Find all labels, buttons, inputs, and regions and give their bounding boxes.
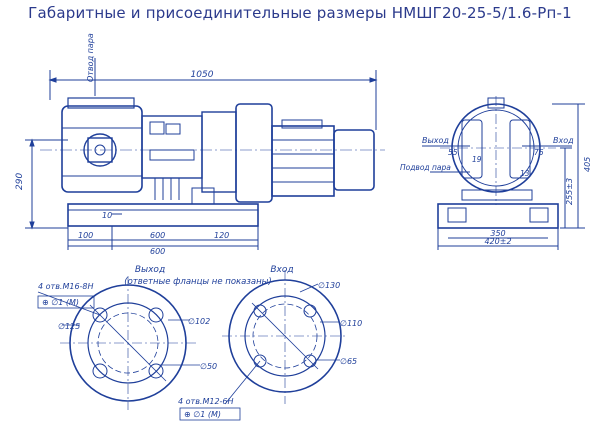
dim-120: 120 — [214, 231, 229, 240]
inlet-flange-title: Вход — [270, 265, 293, 275]
flange-note: (ответные фланцы не показаны) — [124, 277, 271, 287]
label-steam-drain: Отвод пара — [86, 33, 95, 82]
dim-405: 405 — [583, 157, 592, 172]
label-steam-supply: Подвод пара — [400, 163, 451, 172]
dim-55: 55 — [448, 148, 458, 157]
dim-d50: ∅50 — [200, 362, 217, 371]
inlet-holes: 4 отв.М12-6Н — [178, 397, 234, 406]
side-view-labels: Отвод пара 1050 290 10 100 600 600 120 — [15, 33, 229, 256]
dim-d102: ∅102 — [188, 317, 210, 326]
dim-600: 600 — [150, 231, 165, 240]
dim-255: 255±3 — [565, 178, 574, 205]
dim-100: 100 — [78, 231, 93, 240]
dim-d125: ∅125 — [58, 322, 80, 331]
dim-d130: ∅130 — [318, 281, 340, 290]
flange-labels: Выход (ответные фланцы не показаны) Вход… — [38, 265, 362, 419]
dim-420: 420±2 — [484, 237, 511, 246]
outlet-flange-view — [37, 276, 200, 410]
dim-1050: 1050 — [191, 70, 214, 80]
side-view — [25, 58, 385, 250]
dim-d65: ∅65 — [340, 357, 357, 366]
dim-290: 290 — [15, 173, 25, 190]
inlet-flange-view — [179, 270, 348, 421]
dim-350: 350 — [490, 229, 505, 238]
dim-76: 76 — [534, 148, 544, 157]
outlet-flange-title: Выход — [135, 265, 165, 275]
front-view — [422, 96, 585, 250]
outlet-holes: 4 отв.М16-8Н — [38, 282, 94, 291]
dim-d110: ∅110 — [340, 319, 362, 328]
front-view-labels: Выход Вход Подвод пара 55 76 19 13 405 2… — [400, 136, 592, 246]
dim-13: 13 — [520, 169, 530, 178]
label-outlet: Выход — [422, 136, 449, 145]
dim-19: 19 — [472, 155, 482, 164]
outlet-position-tolerance: ⊕ ∅1 (M) — [42, 298, 79, 307]
dim-10: 10 — [102, 211, 112, 220]
dim-600b: 600 — [150, 247, 165, 256]
label-inlet: Вход — [553, 136, 574, 145]
inlet-position-tolerance: ⊕ ∅1 (M) — [184, 410, 221, 419]
drawing-title: Габаритные и присоединительные размеры Н… — [28, 4, 572, 22]
